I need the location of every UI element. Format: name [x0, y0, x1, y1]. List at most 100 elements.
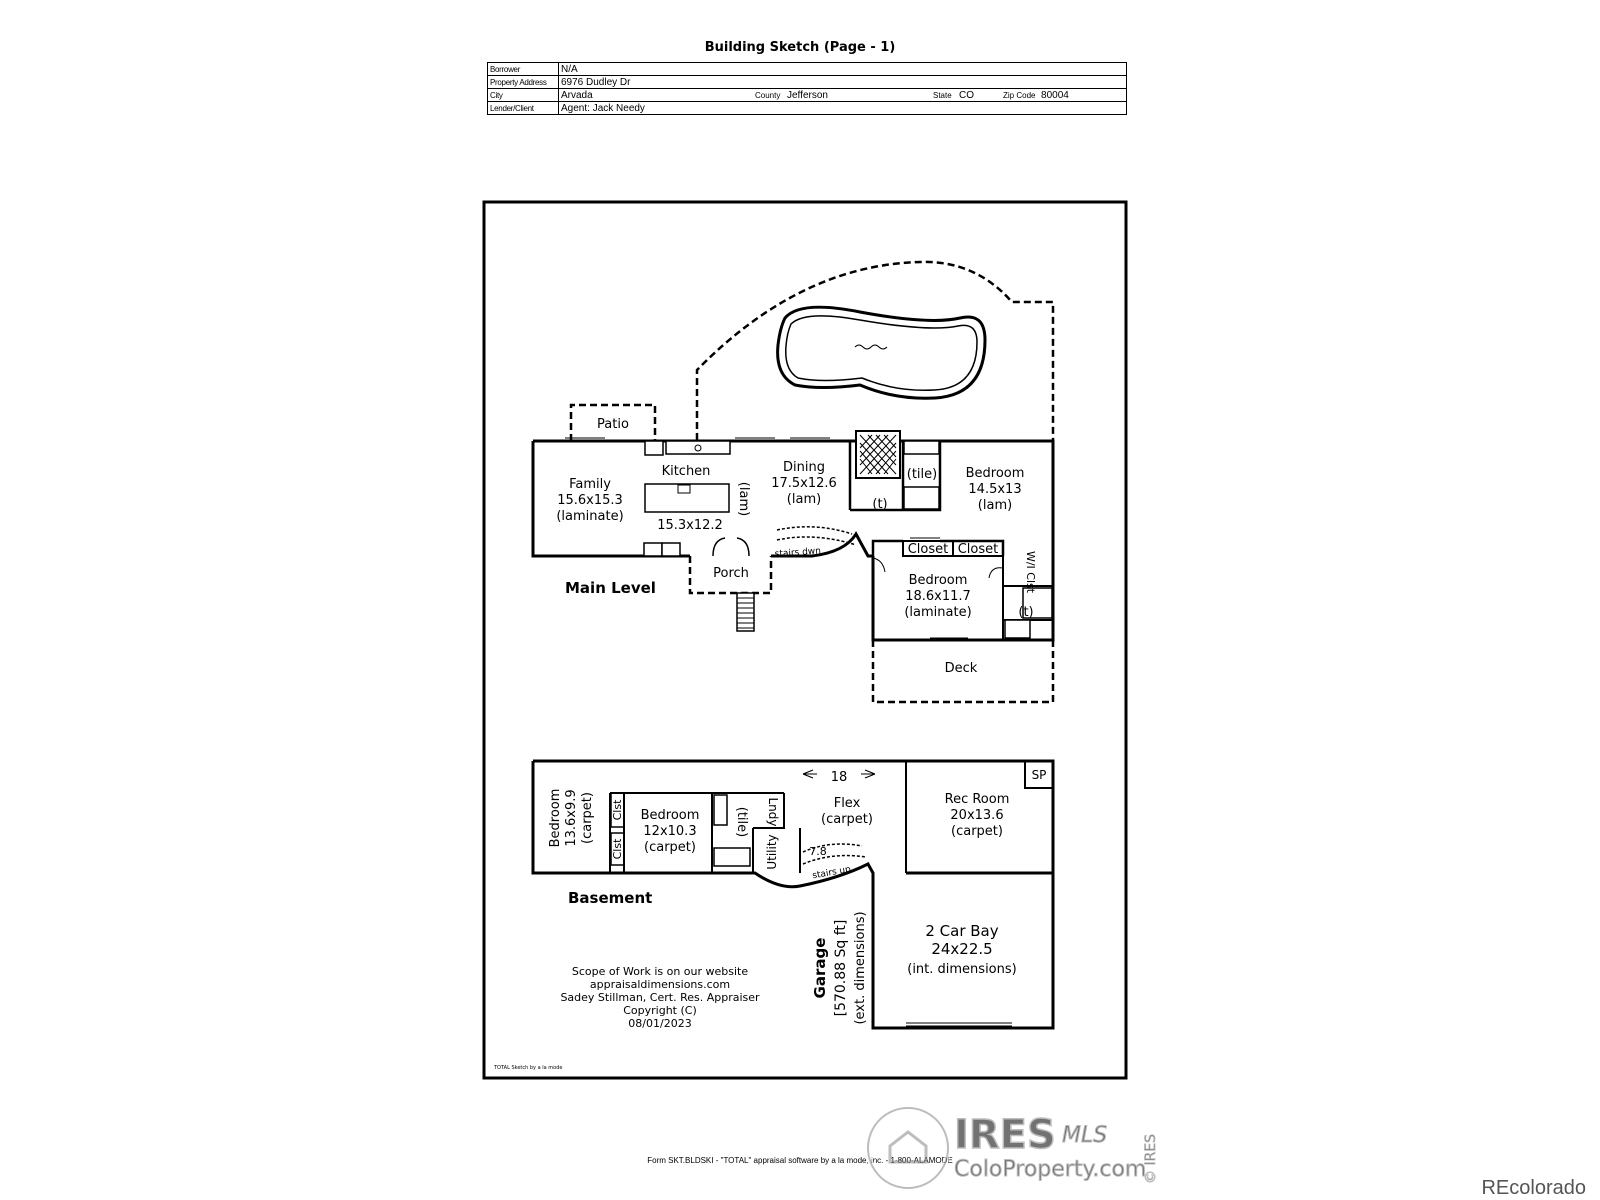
- main-bath-floor: (tile): [907, 467, 937, 482]
- basement-bedroom2-dim: 13.6x9.9: [564, 789, 579, 846]
- closet-a-label: Clst: [611, 799, 624, 820]
- pool-inner-edge: [785, 315, 978, 391]
- stair-dimension: 7.8: [809, 845, 827, 858]
- ires-watermark: IRES MLS ColoProperty.com © IRES: [865, 1105, 1159, 1191]
- rec-room-name: Rec Room: [945, 792, 1010, 807]
- garage-bay-note: (int. dimensions): [907, 962, 1016, 977]
- flex-name: Flex: [834, 796, 861, 811]
- closet-b: [610, 832, 625, 866]
- kitchen-name: Kitchen: [662, 464, 711, 479]
- form-footer: Form SKT.BLDSKI - "TOTAL" appraisal soft…: [647, 1156, 953, 1165]
- wi-closet-label: W/I Clst: [1024, 551, 1037, 594]
- bedroom2-shower: [1022, 587, 1053, 619]
- basement-bedroom2-floor: (carpet): [580, 792, 595, 844]
- flex-dimension: 18: [831, 770, 848, 785]
- bedroom2-dim: 18.6x11.7: [905, 589, 971, 604]
- basement-label: Basement: [568, 889, 652, 907]
- rec-room-floor: (carpet): [951, 824, 1003, 839]
- main-bath-tub: [903, 486, 940, 510]
- lender-value: Agent: Jack Needy: [561, 102, 645, 114]
- kitchen-dim: 15.3x12.2: [657, 518, 723, 533]
- rec-room-dim: 20x13.6: [950, 808, 1003, 823]
- family-dim: 15.6x15.3: [557, 493, 623, 508]
- garage-bay-name: 2 Car Bay: [925, 922, 998, 940]
- garage-label: Garage: [811, 938, 829, 999]
- state-label: State: [931, 88, 957, 102]
- zip-label: Zip Code: [1003, 90, 1036, 100]
- kitchen-sink: [694, 444, 702, 452]
- dining-dim: 17.5x12.6: [771, 476, 837, 491]
- credit-line-1: Scope of Work is on our website: [572, 965, 749, 978]
- basement-bath-floor: (tile): [734, 807, 749, 837]
- closet1-label: Closet: [908, 542, 949, 557]
- deck-label: Deck: [945, 661, 978, 676]
- brand-watermark: REcolorado: [1481, 1177, 1586, 1199]
- state-value: CO: [957, 88, 1001, 102]
- kitchen-fridge: [644, 440, 664, 456]
- kitchen-island: [644, 483, 730, 513]
- lender-label: Lender/Client: [487, 101, 559, 115]
- porch-double-door: [712, 537, 750, 557]
- watermark-site: ColoProperty.com: [954, 1157, 1146, 1182]
- basement-vanity: [713, 794, 728, 826]
- cabinet-2: [661, 542, 681, 557]
- patio-label: Patio: [597, 417, 629, 432]
- porch-outline: [688, 556, 773, 595]
- watermark-ires: IRES: [954, 1112, 1056, 1158]
- walkin-closet-door: [988, 567, 1004, 579]
- city-label: City: [487, 88, 559, 102]
- dining-name: Dining: [783, 460, 825, 475]
- watermark-mls: MLS: [1062, 1123, 1107, 1148]
- watermark-side: © IRES: [1143, 1134, 1159, 1184]
- basement-bedroom-floor: (carpet): [644, 840, 696, 855]
- basement-tub: [713, 847, 751, 867]
- cabinet-1: [643, 542, 663, 557]
- city-value: Arvada: [558, 88, 753, 102]
- porch-steps: [736, 592, 755, 632]
- zip-value: 80004: [1041, 89, 1069, 101]
- bedroom1-floor: (lam): [978, 498, 1012, 513]
- bedroom2-floor: (laminate): [904, 605, 971, 620]
- kitchen-floor: (lam): [736, 482, 751, 516]
- credit-line-4: Copyright (C): [623, 1004, 697, 1017]
- county-value: Jefferson: [785, 88, 931, 102]
- closet2-label: Closet: [958, 542, 999, 557]
- sketch-border: [482, 200, 1128, 1080]
- borrower-value: N/A: [558, 62, 1127, 76]
- bedroom2-vanity: [1004, 619, 1031, 639]
- basement-stairs: [802, 843, 867, 865]
- county-label: County: [753, 88, 785, 102]
- patio-outline: [569, 403, 657, 441]
- basement-bedroom-dim: 12x10.3: [643, 824, 696, 839]
- porch-label: Porch: [713, 566, 749, 581]
- garage-bay-dim: 24x22.5: [931, 940, 992, 958]
- main-bath-toilet: (t): [872, 497, 887, 512]
- main-level-label: Main Level: [565, 579, 656, 597]
- sump-pump-label: SP: [1032, 768, 1047, 782]
- zip-cell: Zip Code 80004: [1001, 88, 1127, 102]
- main-stairs-label: stairs dwn: [774, 546, 821, 559]
- laundry-label: Lndy: [766, 797, 780, 826]
- family-floor: (laminate): [556, 509, 623, 524]
- main-bath-vanity: [903, 440, 940, 455]
- garage-area: [570.88 Sq ft]: [833, 920, 849, 1017]
- closet-2-box: [952, 540, 1004, 557]
- basement-bedroom-name: Bedroom: [641, 808, 700, 823]
- address-value: 6976 Dudley Dr: [558, 75, 1127, 89]
- credit-line-5: 08/01/2023: [628, 1017, 691, 1030]
- page-title: Building Sketch (Page - 1): [704, 40, 896, 55]
- address-label: Property Address: [487, 75, 559, 89]
- credit-line-3: Sadey Stillman, Cert. Res. Appraiser: [560, 991, 760, 1004]
- pool-water-lines: [854, 344, 888, 350]
- garage-ext-note: (ext. dimensions): [853, 911, 868, 1024]
- bedroom2-door: [872, 557, 886, 573]
- kitchen-counter: [665, 440, 731, 455]
- family-name: Family: [569, 477, 611, 492]
- flex-floor: (carpet): [821, 812, 873, 827]
- property-info-table: Borrower N/A Property Address 6976 Dudle…: [487, 62, 1127, 115]
- closet-b-label: Clst: [611, 838, 624, 859]
- sketch-credit: TOTAL Sketch by a la mode: [493, 1065, 562, 1071]
- bedroom2-name: Bedroom: [909, 573, 968, 588]
- closet-a: [610, 792, 625, 828]
